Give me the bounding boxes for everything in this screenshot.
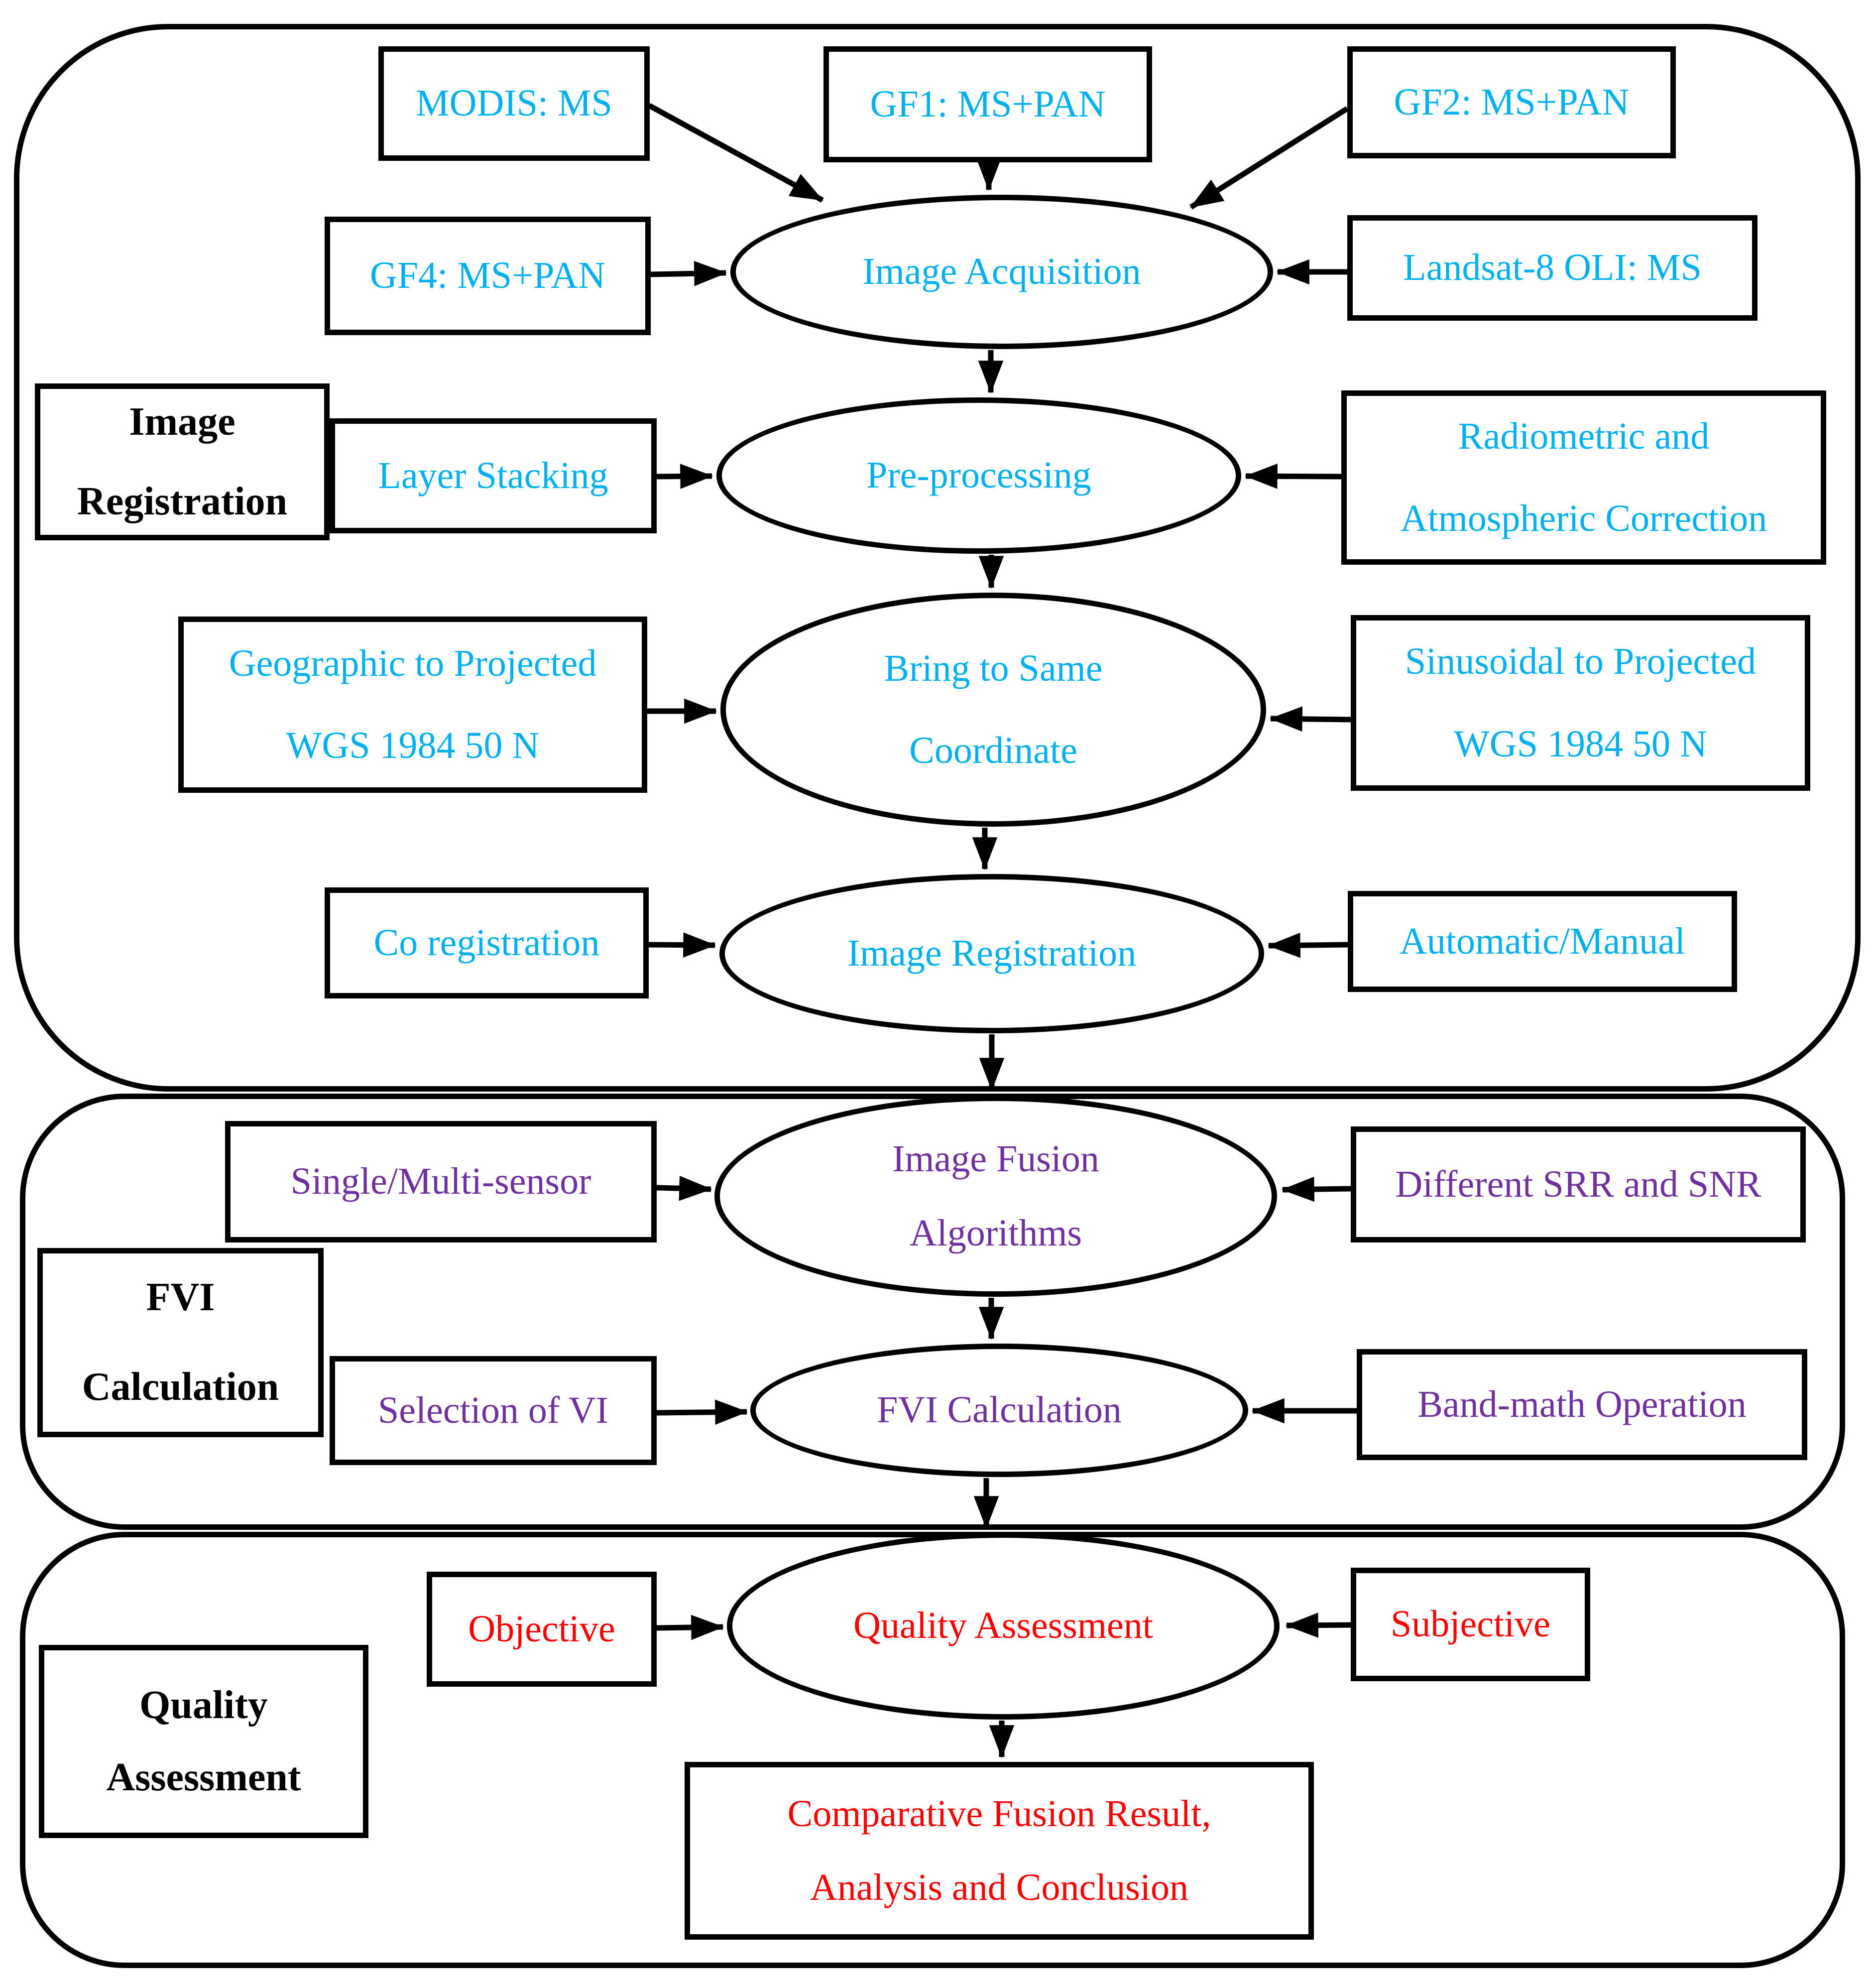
box-line: Comparative Fusion Result, <box>787 1793 1211 1835</box>
ellipse-line: Image Fusion <box>892 1137 1099 1180</box>
box-comparative-result: Comparative Fusion Result, Analysis and … <box>685 1762 1314 1940</box>
ellipse-image-registration: Image Registration <box>719 874 1264 1033</box>
ellipse-image-fusion-algorithms: Image Fusion Algorithms <box>714 1096 1277 1297</box>
box-modis: MODIS: MS <box>378 46 650 161</box>
box-radiometric-correction: Radiometric and Atmospheric Correction <box>1341 390 1826 565</box>
box-landsat: Landsat-8 OLI: MS <box>1347 215 1758 321</box>
box-gf2: GF2: MS+PAN <box>1347 46 1676 158</box>
box-band-math-operation: Band-math Operation <box>1357 1349 1807 1460</box>
box-layer-stacking: Layer Stacking <box>330 418 657 533</box>
label-fvi-calculation: FVI Calculation <box>37 1248 324 1437</box>
box-sinusoidal-projected: Sinusoidal to Projected WGS 1984 50 N <box>1351 615 1810 791</box>
ellipse-image-acquisition: Image Acquisition <box>730 195 1273 349</box>
label-line: FVI <box>146 1275 215 1320</box>
box-line: Geographic to Projected <box>229 642 597 684</box>
box-different-srr-snr: Different SRR and SNR <box>1351 1126 1806 1242</box>
box-line: WGS 1984 50 N <box>1454 723 1707 765</box>
box-selection-of-vi: Selection of VI <box>330 1356 657 1465</box>
box-line: WGS 1984 50 N <box>286 725 540 766</box>
box-gf4: GF4: MS+PAN <box>325 217 651 335</box>
ellipse-line: Algorithms <box>909 1212 1082 1254</box>
box-co-registration: Co registration <box>325 887 649 998</box>
ellipse-pre-processing: Pre-processing <box>716 397 1241 554</box>
label-image-registration: Image Registration <box>35 383 330 540</box>
ellipse-line: Bring to Same <box>884 647 1103 689</box>
box-subjective: Subjective <box>1351 1568 1590 1681</box>
box-line: Atmospheric Correction <box>1400 497 1767 539</box>
label-line: Calculation <box>82 1365 279 1409</box>
label-line: Assessment <box>106 1755 301 1799</box>
ellipse-quality-assessment: Quality Assessment <box>727 1532 1280 1720</box>
box-line: Sinusoidal to Projected <box>1405 640 1757 683</box>
box-geographic-projected: Geographic to Projected WGS 1984 50 N <box>178 617 647 793</box>
label-line: Registration <box>77 479 288 523</box>
box-line: Radiometric and <box>1458 415 1710 457</box>
ellipse-bring-to-same-coordinate: Bring to Same Coordinate <box>720 593 1266 827</box>
ellipse-fvi-calculation: FVI Calculation <box>750 1344 1248 1477</box>
section-image-registration <box>14 24 1861 1092</box>
box-gf1: GF1: MS+PAN <box>823 46 1152 162</box>
label-line: Image <box>129 399 235 444</box>
ellipse-line: Coordinate <box>909 730 1077 771</box>
box-single-multi-sensor: Single/Multi-sensor <box>225 1121 657 1242</box>
section-quality-assessment <box>20 1532 1845 1968</box>
box-line: Analysis and Conclusion <box>810 1866 1188 1908</box>
box-objective: Objective <box>427 1572 657 1687</box>
box-automatic-manual: Automatic/Manual <box>1348 891 1737 992</box>
label-line: Quality <box>139 1683 268 1727</box>
section-fvi-calculation <box>20 1094 1845 1530</box>
label-quality-assessment: Quality Assessment <box>39 1645 368 1838</box>
